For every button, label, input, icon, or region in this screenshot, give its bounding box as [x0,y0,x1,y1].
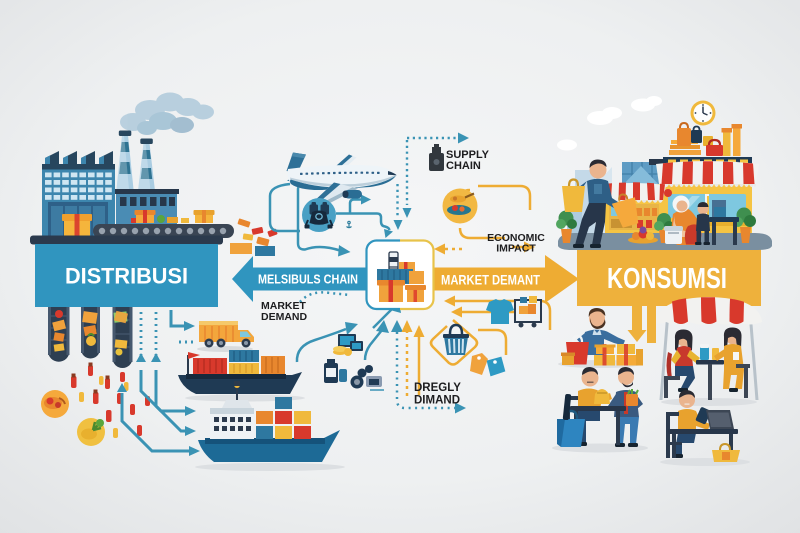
svg-text:DISTRIBUSI: DISTRIBUSI [65,264,188,289]
svg-text:MARKET: MARKET [261,300,306,312]
svg-text:DIMAND: DIMAND [414,395,460,407]
svg-text:IMPACT: IMPACT [496,243,536,255]
svg-text:DEMAND: DEMAND [261,311,307,323]
svg-text:KONSUMSI: KONSUMSI [607,263,727,295]
svg-text:ECONOMIC: ECONOMIC [487,232,545,244]
svg-text:MELSIBULS CHAIN: MELSIBULS CHAIN [258,272,358,287]
svg-text:SUPPLY: SUPPLY [446,149,490,161]
svg-text:MARKET DEMANT: MARKET DEMANT [441,272,540,288]
svg-text:CHAIN: CHAIN [446,160,481,172]
svg-text:DREGLY: DREGLY [414,382,461,394]
